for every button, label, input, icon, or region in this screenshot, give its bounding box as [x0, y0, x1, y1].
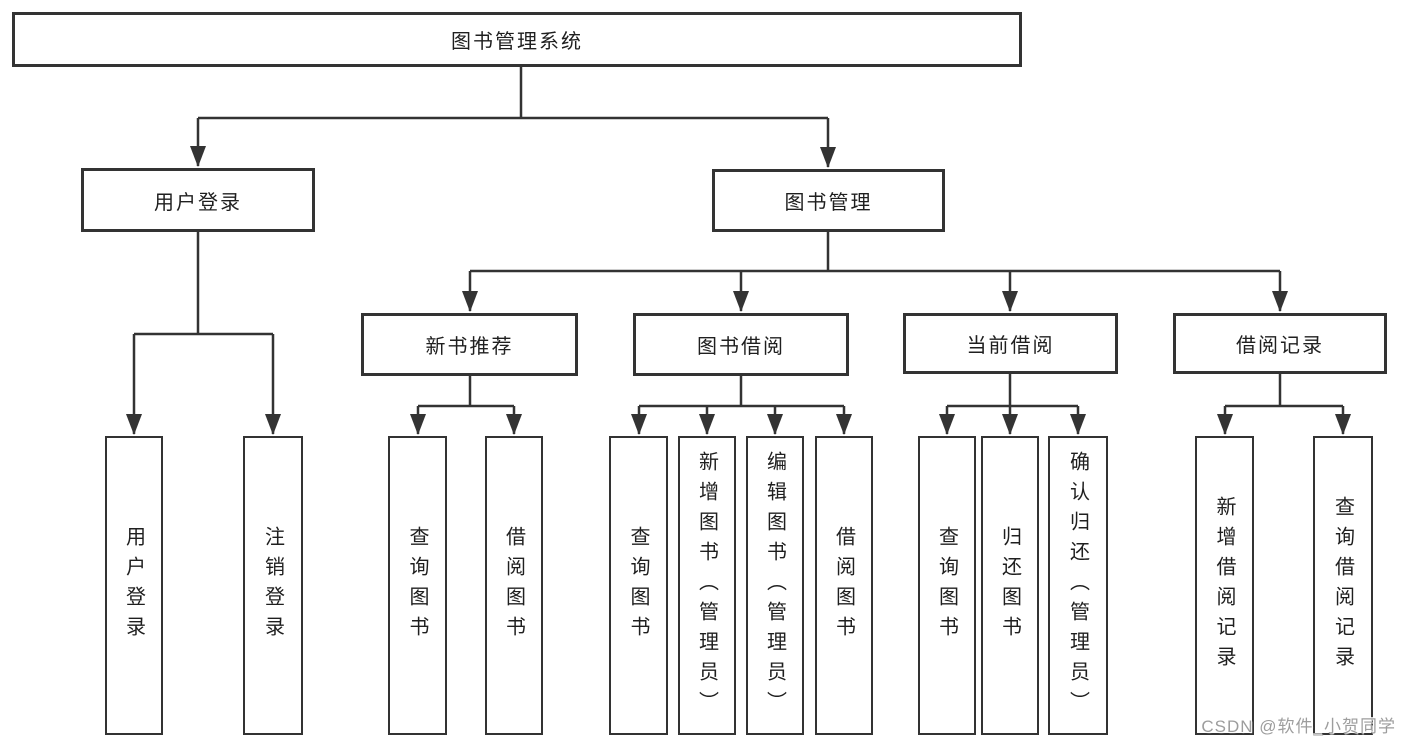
node-book-management: 图书管理: [712, 169, 945, 232]
node-user-login: 用户登录: [81, 168, 315, 232]
tree-edges: [132, 67, 1345, 434]
leaf-query-borrow-record: 查询借阅记录: [1313, 436, 1373, 735]
node-book-borrowing: 图书借阅: [633, 313, 849, 376]
leaf-user-login: 用户登录: [105, 436, 163, 735]
leaf-logout-login: 注销登录: [243, 436, 303, 735]
leaf-query-books-recommend: 查询图书: [388, 436, 447, 735]
leaf-query-books-current: 查询图书: [918, 436, 976, 735]
leaf-add-books-admin: 新增图书（管理员）: [678, 436, 736, 735]
leaf-add-borrow-record: 新增借阅记录: [1195, 436, 1254, 735]
node-library-management-system: 图书管理系统: [12, 12, 1022, 67]
leaf-borrow-books-borrowing: 借阅图书: [815, 436, 873, 735]
arrowheads: [126, 146, 1351, 435]
leaf-confirm-return-admin: 确认归还（管理员）: [1048, 436, 1108, 735]
leaf-borrow-books-recommend: 借阅图书: [485, 436, 543, 735]
node-current-borrowing: 当前借阅: [903, 313, 1118, 374]
node-borrowing-records: 借阅记录: [1173, 313, 1387, 374]
node-new-book-recommendation: 新书推荐: [361, 313, 578, 376]
leaf-return-books: 归还图书: [981, 436, 1039, 735]
csdn-watermark: CSDN @软件_小贺同学: [1201, 717, 1396, 736]
leaf-query-books-borrowing: 查询图书: [609, 436, 668, 735]
leaf-edit-books-admin: 编辑图书（管理员）: [746, 436, 804, 735]
